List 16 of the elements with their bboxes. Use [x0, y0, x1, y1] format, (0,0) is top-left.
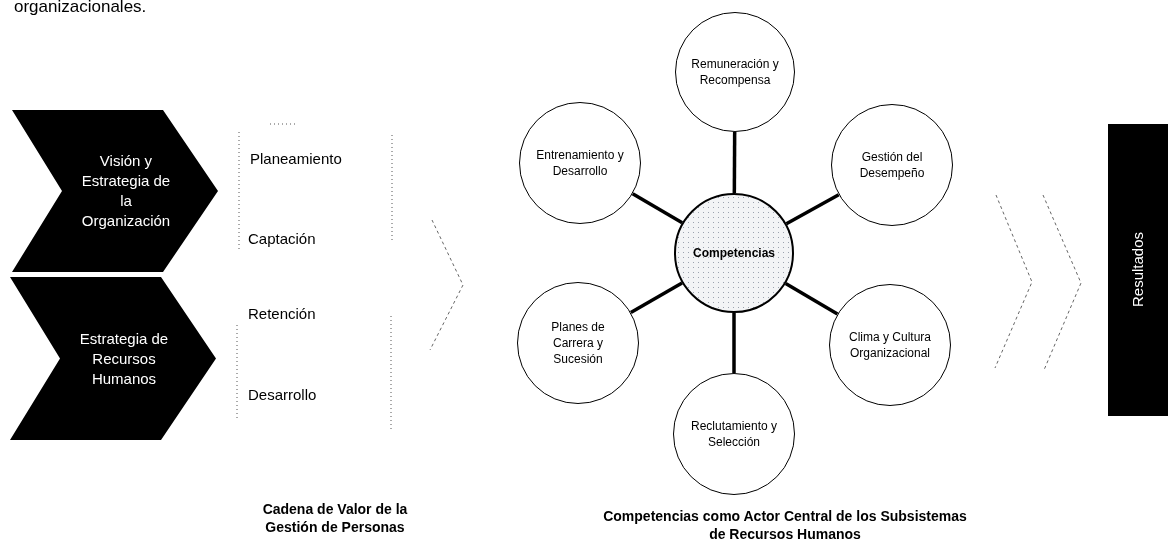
body-text: organizacionales.	[14, 0, 148, 16]
value-chain-item: Desarrollo	[248, 386, 318, 404]
chevron-shape: Estrategia de Recursos Humanos	[10, 277, 216, 440]
section-caption: Competencias como Actor Central de los Subsistemas de Recursos Humanos	[602, 507, 968, 543]
value-chain-item: Captación	[248, 230, 317, 248]
chevron-shape: Visión y Estrategia de la Organización	[12, 110, 218, 272]
value-chain-item: Planeamiento	[250, 150, 343, 168]
connector-line	[631, 192, 684, 225]
connector-line	[732, 132, 737, 193]
connector-line	[785, 193, 840, 226]
results-bar: Resultados	[1108, 124, 1168, 416]
connector-line	[784, 281, 839, 316]
connector-line	[732, 313, 736, 373]
value-chain-item: Retención	[248, 305, 317, 323]
section-caption: Cadena de Valor de la Gestión de Personas	[261, 500, 409, 536]
connector-line	[629, 281, 683, 315]
